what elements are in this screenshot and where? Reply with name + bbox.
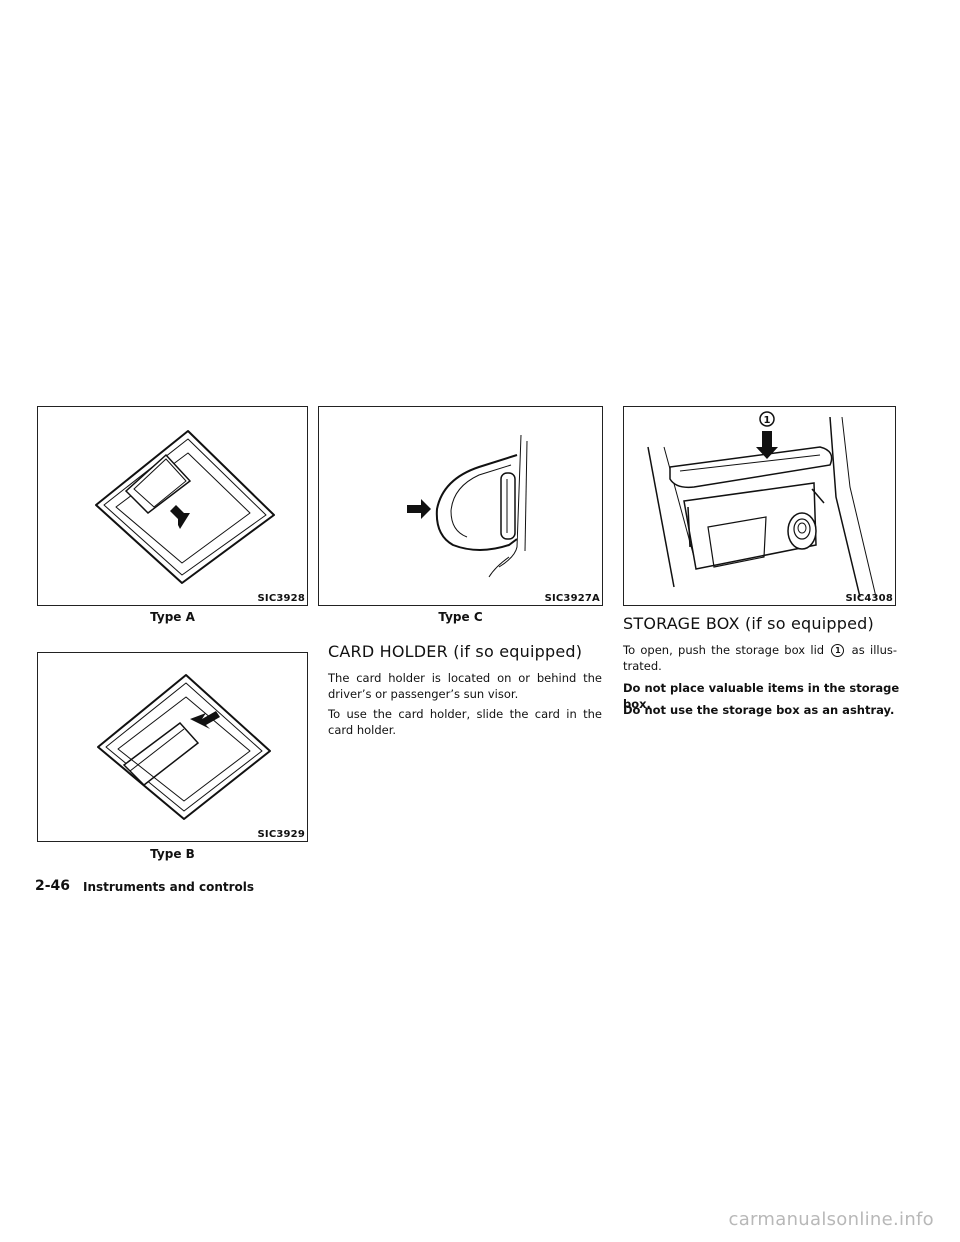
figure-code: SIC3929 xyxy=(257,829,305,840)
page-number: 2-46 xyxy=(35,878,71,894)
figure-type-b: SIC3929 xyxy=(37,652,308,842)
type-c-illustration xyxy=(407,434,528,578)
warning-valuables: Do not place valuable items in the stora… xyxy=(623,681,900,711)
paragraph-card-holder-usage: To use the card holder, slide the card i… xyxy=(328,707,602,737)
watermark: carmanualsonline.info xyxy=(728,1209,934,1230)
section-heading-storage-box: STORAGE BOX (if so equipped) xyxy=(623,614,874,633)
intro-text-end: as illus-trated. xyxy=(623,643,898,673)
intro-text: To open, push the storage box lid xyxy=(623,643,825,657)
figure-code: SIC3927A xyxy=(544,593,600,604)
type-b-illustration xyxy=(97,674,271,820)
figure-caption: Type B xyxy=(150,847,195,861)
figure-caption: Type A xyxy=(150,610,195,624)
arrow-icon xyxy=(407,499,431,519)
callout-1-icon: 1 xyxy=(831,644,845,657)
section-heading-card-holder: CARD HOLDER (if so equipped) xyxy=(328,642,583,661)
type-a-illustration xyxy=(95,430,275,584)
figure-type-a: SIC3928 xyxy=(37,406,308,606)
callout-number: 1 xyxy=(764,415,771,426)
arrow-icon xyxy=(756,431,778,459)
arrow-icon xyxy=(190,711,220,729)
callout-1-icon: 1 xyxy=(759,411,775,427)
paragraph-card-holder-location: The card holder is located on or behind … xyxy=(328,671,602,701)
figure-storage-box: 1 SIC4308 xyxy=(623,406,896,606)
warning-ashtray: Do not use the storage box as an ashtray… xyxy=(623,703,895,717)
arrow-icon xyxy=(170,505,190,529)
figure-type-c: SIC3927A xyxy=(318,406,603,606)
paragraph-storage-box-open: To open, push the storage box lid 1 as i… xyxy=(623,642,897,674)
figure-caption: Type C xyxy=(438,610,483,624)
section-title: Instruments and controls xyxy=(83,880,255,894)
storage-box-illustration: 1 xyxy=(647,411,877,598)
figure-code: SIC4308 xyxy=(845,593,893,604)
figure-code: SIC3928 xyxy=(257,593,305,604)
